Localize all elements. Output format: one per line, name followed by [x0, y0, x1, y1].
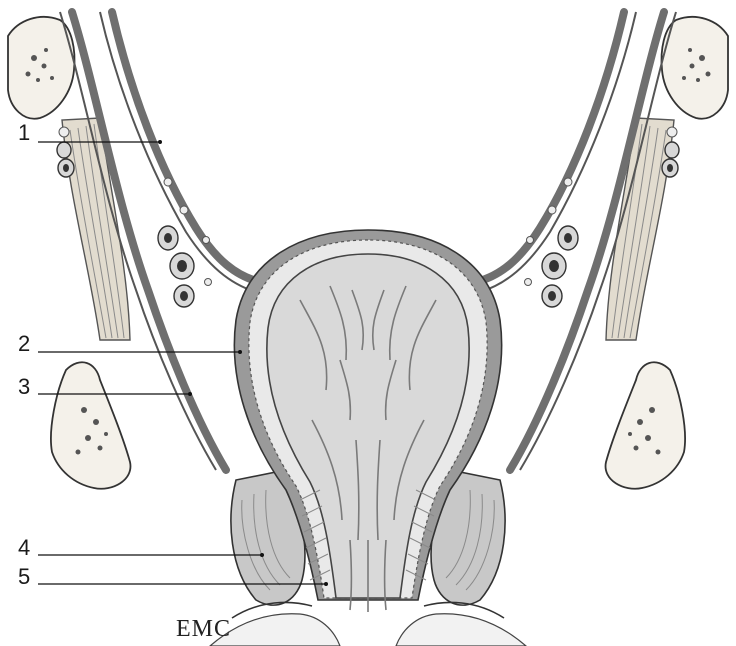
perineal-skin-right [396, 614, 526, 646]
callout-2: 2 [18, 331, 30, 356]
left-pelvic-bone-upper [8, 17, 74, 119]
callout-4: 4 [18, 535, 30, 560]
left-ischial-bone [51, 362, 131, 489]
callout-5: 5 [18, 564, 30, 589]
emc-logo: EMC [176, 616, 231, 642]
callout-labels: 1 2 3 4 5 [18, 120, 30, 589]
callout-3: 3 [18, 374, 30, 399]
callout-1: 1 [18, 120, 30, 145]
